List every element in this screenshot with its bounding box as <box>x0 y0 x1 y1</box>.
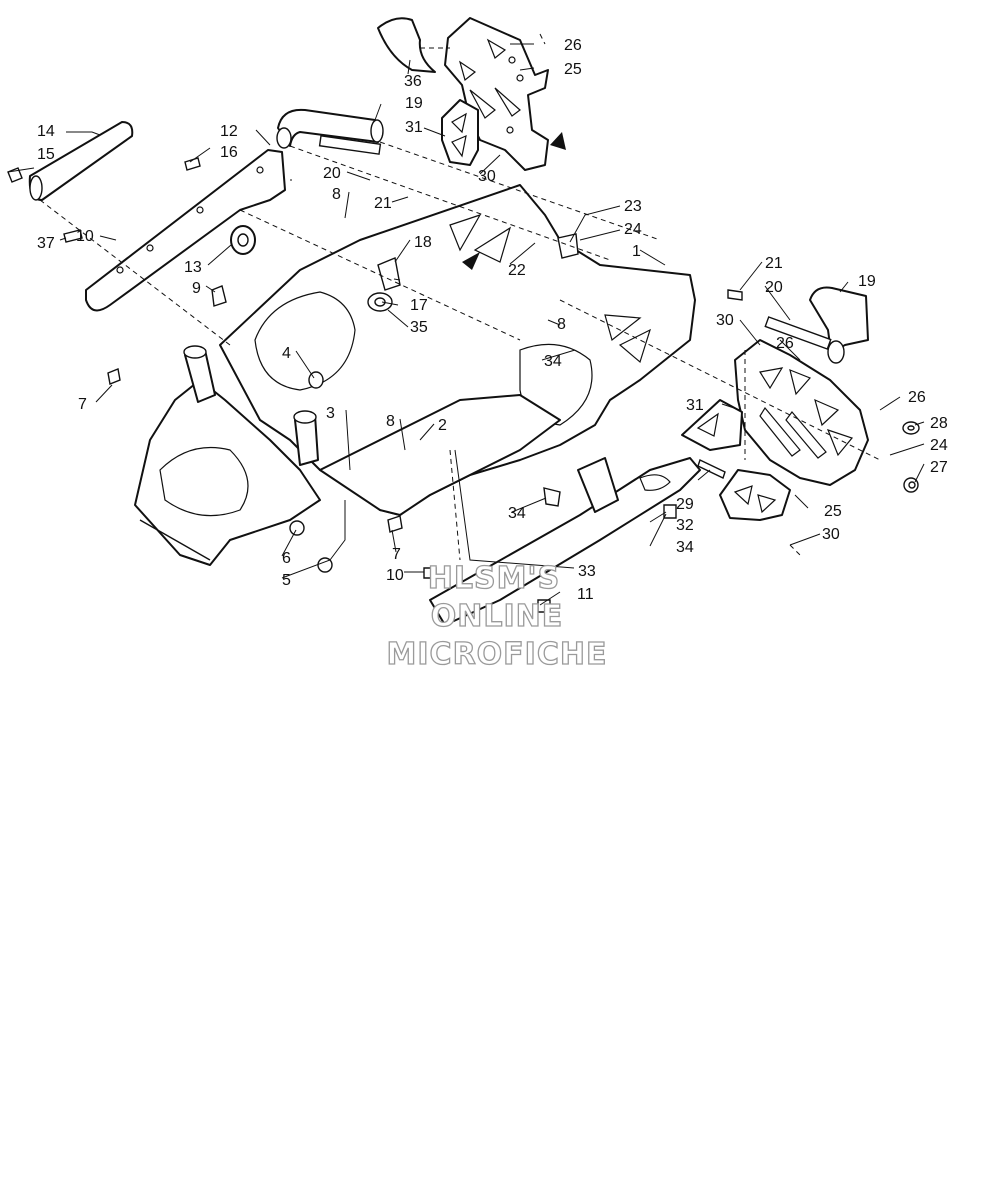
callout-27: 27 <box>930 459 948 476</box>
callout-10-left: 10 <box>76 228 94 245</box>
callout-7-left: 7 <box>78 396 87 413</box>
callout-30-mid: 30 <box>716 312 734 329</box>
watermark: HLSM'S ONLINE MICROFICHE <box>386 560 608 672</box>
callout-26-mid: 26 <box>776 335 794 352</box>
part-2-lower-channel <box>319 394 561 516</box>
callout-25-right: 25 <box>824 503 842 520</box>
callout-8-mid: 8 <box>386 413 395 430</box>
callout-19-upper: 19 <box>405 95 423 112</box>
part-14-rail-cap <box>28 121 134 201</box>
callout-29: 29 <box>676 496 694 513</box>
callout-26-upper: 26 <box>564 37 582 54</box>
callout-34-lower: 34 <box>508 505 526 522</box>
callout-31-upper: 31 <box>405 119 423 136</box>
callout-4: 4 <box>282 345 291 362</box>
watermark-line-2: ONLINE <box>431 599 564 634</box>
part-19-right-tube <box>809 286 869 364</box>
callout-34-mid: 34 <box>544 353 562 370</box>
callout-25-upper: 25 <box>564 61 582 78</box>
watermark-line-1: HLSM'S <box>428 561 560 596</box>
callout-2: 2 <box>438 417 447 434</box>
part-20-upper-shaft <box>318 135 382 155</box>
callout-23: 23 <box>624 198 642 215</box>
callout-8-upper: 8 <box>332 186 341 203</box>
watermark-line-3: MICROFICHE <box>387 637 608 672</box>
callout-18: 18 <box>414 234 432 251</box>
front-bulkhead <box>134 379 321 566</box>
part-36-shim <box>377 17 436 73</box>
callout-24-upper: 24 <box>624 221 642 238</box>
callout-19-right: 19 <box>858 273 876 290</box>
part-25-rear-bulkhead <box>734 339 869 486</box>
callout-30-upper: 30 <box>478 168 496 185</box>
callout-37: 37 <box>37 235 55 252</box>
callout-24-right: 24 <box>930 437 948 454</box>
part-31-right-gusset <box>681 399 743 451</box>
part-19-upper-cross-tube <box>276 108 384 149</box>
callout-14: 14 <box>37 123 55 140</box>
callout-6: 6 <box>282 550 291 567</box>
callout-labels: 1 2 3 4 5 6 7 7 8 8 8 9 10 10 11 12 13 1… <box>37 37 948 603</box>
callout-12: 12 <box>220 123 238 140</box>
callout-33: 33 <box>578 563 596 580</box>
callout-7-lower: 7 <box>392 546 401 563</box>
callout-20-upper: 20 <box>323 165 341 182</box>
callout-13: 13 <box>184 259 202 276</box>
part-13-bumper <box>230 225 256 255</box>
callout-5: 5 <box>282 572 291 589</box>
callout-9: 9 <box>192 280 201 297</box>
callout-1: 1 <box>632 243 641 260</box>
callout-31-right: 31 <box>686 397 704 414</box>
callout-10-lower: 10 <box>386 567 404 584</box>
part-20-right-shaft <box>764 316 832 350</box>
part-12-left-upper-rail <box>85 149 286 312</box>
part-33-running-board <box>429 457 701 626</box>
front-struts <box>183 345 319 466</box>
callout-34-right: 34 <box>676 539 694 556</box>
callout-8-right: 8 <box>557 316 566 333</box>
callout-15: 15 <box>37 146 55 163</box>
part-31-upper-gusset <box>441 99 479 166</box>
part-1-chassis-frame <box>219 184 696 516</box>
callout-3: 3 <box>326 405 335 422</box>
callout-30-right: 30 <box>822 526 840 543</box>
hardware <box>7 132 920 613</box>
callout-35: 35 <box>410 319 428 336</box>
callout-21-right: 21 <box>765 255 783 272</box>
callout-21-upper: 21 <box>374 195 392 212</box>
callout-32: 32 <box>676 517 694 534</box>
callout-22: 22 <box>508 262 526 279</box>
callout-36: 36 <box>404 73 422 90</box>
callout-26-right: 26 <box>908 389 926 406</box>
callout-11: 11 <box>577 586 594 603</box>
callout-28: 28 <box>930 415 948 432</box>
callout-17: 17 <box>410 297 428 314</box>
callout-16: 16 <box>220 144 238 161</box>
part-30-right-lower-plate <box>719 469 791 521</box>
leader-lines <box>7 33 925 606</box>
callout-20-right: 20 <box>765 279 783 296</box>
